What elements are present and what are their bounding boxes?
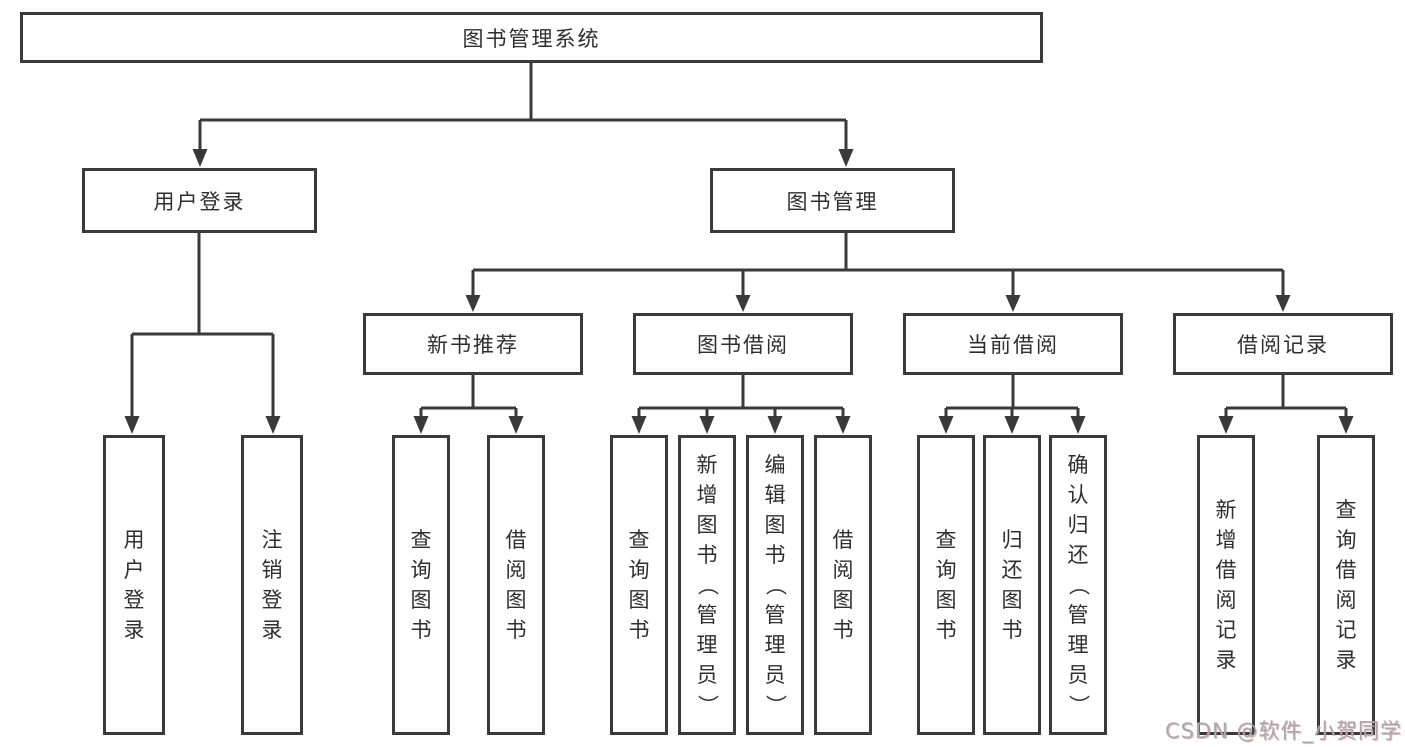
arrow-down-icon (465, 295, 481, 312)
arrow-down-icon (735, 295, 751, 312)
arrow-down-icon (699, 416, 715, 434)
arrow-down-icon (508, 416, 524, 434)
leaf-logout: 注销登录 (241, 435, 303, 735)
arrow-down-icon (1338, 416, 1354, 434)
arrow-down-icon (1070, 416, 1086, 434)
leaf-confirm-return-admin: 确认归还（管理员） (1049, 435, 1107, 735)
arrow-down-icon (835, 416, 851, 434)
arrow-down-icon (265, 416, 281, 434)
leaf-edit-book-admin: 编辑图书（管理员） (746, 435, 804, 735)
leaf-add-borrow-record: 新增借阅记录 (1197, 435, 1255, 735)
node-book-management: 图书管理 (710, 168, 955, 233)
arrow-down-icon (124, 416, 140, 434)
arrow-down-icon (631, 416, 647, 434)
node-borrow-records: 借阅记录 (1173, 313, 1393, 375)
node-root: 图书管理系统 (20, 12, 1043, 63)
leaf-user-login: 用户登录 (103, 435, 165, 735)
leaf-query-books-2: 查询图书 (610, 435, 668, 735)
leaf-query-books-3: 查询图书 (917, 435, 975, 735)
arrow-down-icon (838, 149, 854, 167)
node-current-borrowing: 当前借阅 (903, 313, 1123, 375)
arrow-down-icon (1004, 416, 1020, 434)
leaf-query-borrow-record: 查询借阅记录 (1317, 435, 1375, 735)
arrow-down-icon (767, 416, 783, 434)
watermark: CSDN @软件_小贺同学 (1164, 719, 1402, 743)
node-user-login: 用户登录 (82, 168, 317, 233)
node-new-book-recommend: 新书推荐 (363, 313, 583, 375)
leaf-borrow-books-2: 借阅图书 (814, 435, 872, 735)
leaf-return-books: 归还图书 (983, 435, 1041, 735)
arrowheads (124, 149, 1354, 434)
arrow-down-icon (1005, 295, 1021, 312)
arrow-down-icon (413, 416, 429, 434)
arrow-down-icon (938, 416, 954, 434)
arrow-down-icon (1275, 295, 1291, 312)
leaf-borrow-books-1: 借阅图书 (487, 435, 545, 735)
leaf-query-books-1: 查询图书 (392, 435, 450, 735)
arrow-down-icon (1218, 416, 1234, 434)
leaf-add-book-admin: 新增图书（管理员） (678, 435, 736, 735)
arrow-down-icon (192, 149, 208, 167)
node-book-borrowing: 图书借阅 (633, 313, 853, 375)
